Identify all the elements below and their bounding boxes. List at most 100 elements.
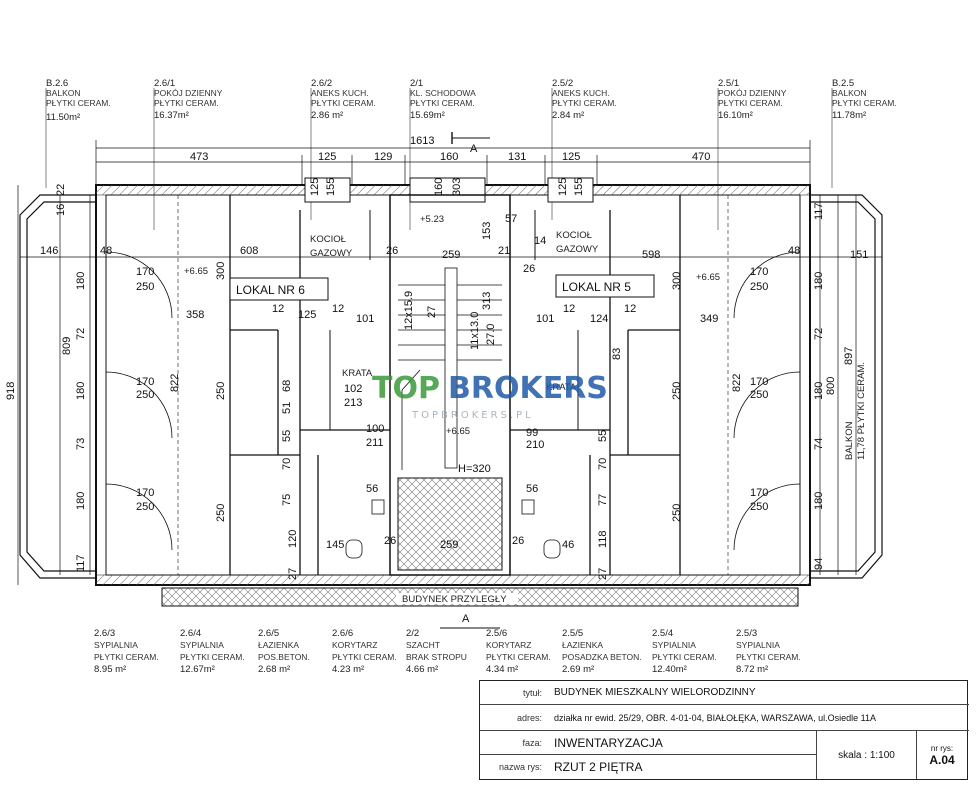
svg-text:70: 70 <box>281 458 293 470</box>
level-mark: +5.23 <box>420 214 444 225</box>
drawing-number-cell: nr rys: A.04 <box>916 731 967 779</box>
section-mark-bottom: A <box>462 613 470 625</box>
svg-text:12: 12 <box>624 303 636 315</box>
svg-text:155: 155 <box>325 178 337 196</box>
svg-text:56: 56 <box>526 483 538 495</box>
svg-text:PŁYTKI CERAM.: PŁYTKI CERAM. <box>736 652 801 662</box>
scale: skala : 1:100 <box>838 749 895 761</box>
drawing-name: RZUT 2 PIĘTRA <box>554 760 643 774</box>
svg-text:27: 27 <box>597 568 609 580</box>
svg-text:12.67m²: 12.67m² <box>180 664 215 675</box>
svg-text:48: 48 <box>100 245 112 257</box>
svg-text:PŁYTKI CERAM.: PŁYTKI CERAM. <box>94 652 159 662</box>
svg-text:27: 27 <box>426 306 438 318</box>
svg-text:TOP: TOP <box>372 371 440 406</box>
svg-text:POS.BETON.: POS.BETON. <box>258 652 310 662</box>
svg-text:4.34 m²: 4.34 m² <box>486 664 518 675</box>
svg-text:BALKON: BALKON <box>46 88 81 98</box>
svg-text:57: 57 <box>505 213 517 225</box>
svg-text:129: 129 <box>374 151 392 163</box>
svg-text:BROKERS: BROKERS <box>448 371 608 406</box>
svg-text:26: 26 <box>523 263 535 275</box>
svg-text:PŁYTKI CERAM.: PŁYTKI CERAM. <box>486 652 551 662</box>
svg-text:2/2: 2/2 <box>406 628 419 639</box>
svg-text:16.37m²: 16.37m² <box>154 110 189 121</box>
svg-text:68: 68 <box>281 380 293 392</box>
svg-text:56: 56 <box>366 483 378 495</box>
svg-text:GAZOWY: GAZOWY <box>310 248 353 259</box>
project-address: działka nr ewid. 25/29, OBR. 4-01-04, BI… <box>554 712 876 723</box>
inner-dimensions: 358 12 125 12 101 101 12 124 12 349 300 … <box>55 184 825 580</box>
balcony-doors-right <box>733 251 801 560</box>
svg-text:KL. SCHODOWA: KL. SCHODOWA <box>410 88 476 98</box>
svg-text:77: 77 <box>597 494 609 506</box>
svg-text:11x13.0: 11x13.0 <box>469 312 481 350</box>
section-mark-top: A <box>470 143 478 155</box>
svg-text:BRAK STROPU: BRAK STROPU <box>406 652 467 662</box>
svg-text:ANEKS KUCH.: ANEKS KUCH. <box>552 88 610 98</box>
svg-text:101: 101 <box>536 313 554 325</box>
svg-text:ŁAZIENKA: ŁAZIENKA <box>258 640 299 650</box>
svg-text:KOCIOŁ: KOCIOŁ <box>310 234 346 245</box>
svg-text:PŁYTKI CERAM.: PŁYTKI CERAM. <box>180 652 245 662</box>
svg-text:21: 21 <box>498 245 510 257</box>
svg-text:73: 73 <box>75 438 87 450</box>
drawing-name-row: nazwa rys: RZUT 2 PIĘTRA <box>498 760 643 774</box>
svg-text:2.6/2: 2.6/2 <box>311 78 332 89</box>
drawing-number: A.04 <box>929 752 955 767</box>
svg-text:70: 70 <box>597 458 609 470</box>
svg-text:4.66 m²: 4.66 m² <box>406 664 438 675</box>
svg-text:117: 117 <box>813 202 825 220</box>
svg-text:210: 210 <box>526 439 544 451</box>
svg-text:822: 822 <box>731 374 743 392</box>
svg-text:300: 300 <box>215 262 227 280</box>
svg-text:100: 100 <box>366 423 384 435</box>
toilet-icon <box>345 499 561 559</box>
svg-text:2.5/6: 2.5/6 <box>486 628 507 639</box>
svg-text:KRATA: KRATA <box>342 368 373 379</box>
svg-text:PŁYTKI CERAM.: PŁYTKI CERAM. <box>718 98 783 108</box>
unit-label-lokal-6: LOKAL NR 6 <box>236 283 305 297</box>
svg-text:125: 125 <box>298 309 316 321</box>
svg-text:170: 170 <box>750 376 768 388</box>
svg-text:101: 101 <box>356 313 374 325</box>
balcony-left <box>19 194 96 579</box>
svg-text:SYPIALNIA: SYPIALNIA <box>94 640 138 650</box>
svg-text:2.84 m²: 2.84 m² <box>552 110 584 121</box>
unit-label-lokal-5: LOKAL NR 5 <box>562 280 631 294</box>
svg-text:809: 809 <box>61 337 73 355</box>
svg-text:125: 125 <box>557 178 569 196</box>
svg-text:470: 470 <box>692 151 710 163</box>
svg-text:48: 48 <box>788 245 800 257</box>
svg-text:250: 250 <box>750 389 768 401</box>
svg-text:250: 250 <box>671 382 683 400</box>
svg-text:160: 160 <box>440 151 458 163</box>
svg-text:ANEKS KUCH.: ANEKS KUCH. <box>311 88 369 98</box>
svg-text:473: 473 <box>190 151 208 163</box>
svg-text:11,78 PŁYTKI CERAM.: 11,78 PŁYTKI CERAM. <box>856 362 867 460</box>
svg-text:2.6/3: 2.6/3 <box>94 628 115 639</box>
building-walls <box>95 177 811 586</box>
svg-text:124: 124 <box>590 313 608 325</box>
top-dimension-chain <box>95 140 811 185</box>
address-row: adres: działka nr ewid. 25/29, OBR. 4-01… <box>480 705 969 731</box>
svg-text:822: 822 <box>169 374 181 392</box>
svg-text:213: 213 <box>344 397 362 409</box>
svg-text:SZACHT: SZACHT <box>406 640 440 650</box>
svg-text:SYPIALNIA: SYPIALNIA <box>180 640 224 650</box>
svg-text:180: 180 <box>75 492 87 510</box>
svg-text:ŁAZIENKA: ŁAZIENKA <box>562 640 603 650</box>
svg-text:2.6/6: 2.6/6 <box>332 628 353 639</box>
svg-text:26: 26 <box>386 245 398 257</box>
svg-text:GAZOWY: GAZOWY <box>556 244 599 255</box>
svg-text:2.6/4: 2.6/4 <box>180 628 201 639</box>
svg-text:BALKON: BALKON <box>832 88 867 98</box>
svg-text:B.2.5: B.2.5 <box>832 78 854 89</box>
svg-text:22: 22 <box>55 184 67 196</box>
svg-text:155: 155 <box>573 178 585 196</box>
svg-text:12: 12 <box>563 303 575 315</box>
